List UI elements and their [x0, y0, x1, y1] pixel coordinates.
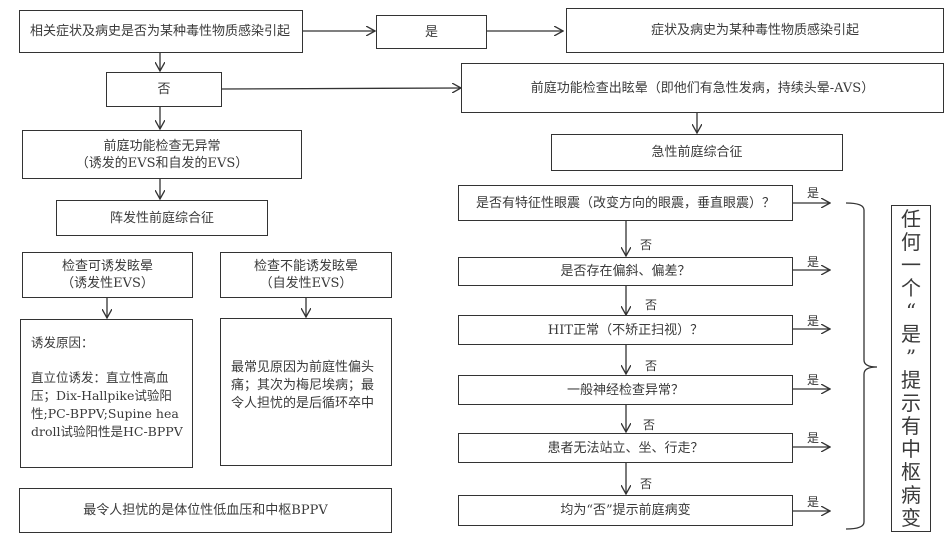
conclusion-char: 示 [901, 390, 921, 415]
triggered-evs-line1: 检查可诱发眩晕 [61, 259, 153, 274]
no-label-5: 否 [640, 477, 653, 491]
spontaneous-evs-line1: 检查不能诱发眩晕 [253, 259, 358, 274]
conclusion-char: 病 [901, 482, 921, 507]
vestibular-vertigo-text: 前庭功能检查出眩晕（即他们有急性发病，持续头晕-AVS） [530, 80, 875, 96]
triggered-causes-body: 直立位诱发：直立性高血压；Dix-Hallpike试验阳性;PC-BPPV;Su… [31, 370, 183, 439]
concern-box: 最令人担忧的是体位性低血压和中枢BPPV [19, 488, 392, 533]
spontaneous-causes-text: 最常见原因为前庭性偏头痛；其次为梅尼埃病；最令人担忧的是后循环卒中 [231, 360, 375, 411]
spontaneous-causes-box: 最常见原因为前庭性偏头痛；其次为梅尼埃病；最令人担忧的是后循环卒中 [220, 318, 392, 466]
no-label-3: 否 [645, 359, 658, 373]
conclusion-char: 中 [901, 436, 921, 461]
toxic-result-box: 症状及病史为某种毒性物质感染引起 [566, 8, 944, 53]
conclusion-char: 个 [901, 275, 921, 300]
question-box-3: HIT正常（不矫正扫视）？ [458, 315, 793, 345]
question-text-1: 是否有特征性眼震（改变方向的眼震，垂直眼震）？ [475, 195, 775, 211]
arrow-no-to-vertigo [220, 88, 461, 89]
yes-label-2: 是 [807, 255, 820, 269]
toxic-result-text: 症状及病史为某种毒性物质感染引起 [650, 23, 859, 38]
triggered-causes-title: 诱发原因： [31, 335, 94, 350]
no-box-text: 否 [157, 82, 171, 97]
no-box: 否 [106, 72, 222, 107]
vestibular-vertigo-box: 前庭功能检查出眩晕（即他们有急性发病，持续头晕-AVS） [461, 63, 944, 113]
question-text-3: HIT正常（不矫正扫视）？ [547, 322, 704, 338]
conclusion-char: 是 [901, 321, 921, 346]
episodic-syndrome-box: 阵发性前庭综合征 [56, 200, 268, 236]
normal-exam-line1: 前庭功能检查无异常 [103, 138, 221, 154]
spontaneous-evs-line2: （自发性EVS） [259, 276, 353, 291]
conclusion-char: 一 [901, 252, 921, 277]
question-box-6: 均为“否”提示前庭病变 [458, 495, 793, 526]
triggered-evs-box: 检查可诱发眩晕 （诱发性EVS） [22, 252, 193, 298]
normal-exam-box: 前庭功能检查无异常 （诱发的EVS和自发的EVS） [22, 130, 302, 179]
yes-label-4: 是 [807, 373, 820, 387]
question-box-5: 患者无法站立、坐、行走？ [458, 433, 793, 463]
triggered-evs-line2: （诱发性EVS） [61, 276, 154, 291]
conclusion-char: 任 [901, 206, 921, 231]
spontaneous-evs-box: 检查不能诱发眩晕 （自发性EVS） [220, 252, 392, 298]
question-text-6: 均为“否”提示前庭病变 [560, 503, 691, 518]
acute-syndrome-text: 急性前庭综合征 [651, 145, 743, 160]
triggered-causes-box: 诱发原因： 直立位诱发：直立性高血压；Dix-Hallpike试验阳性;PC-B… [20, 319, 193, 468]
curly-brace [845, 202, 878, 530]
yes-box: 是 [376, 15, 487, 49]
yes-label-3: 是 [807, 314, 820, 328]
conclusion-char: “ [905, 298, 917, 323]
conclusion-char: 何 [901, 229, 921, 254]
question-text-5: 患者无法站立、坐、行走？ [547, 440, 704, 456]
question-text-4: 一般神经检查异常？ [566, 382, 684, 398]
normal-exam-line2: （诱发的EVS和自发的EVS） [75, 155, 249, 171]
no-label-4: 否 [643, 418, 656, 432]
no-label-2: 否 [645, 298, 658, 312]
yes-label-6: 是 [807, 495, 820, 509]
question-text-2: 是否存在偏斜、偏差？ [560, 264, 691, 279]
acute-syndrome-box: 急性前庭综合征 [551, 134, 843, 171]
yes-label-5: 是 [807, 431, 820, 445]
episodic-syndrome-text: 阵发性前庭综合征 [109, 210, 214, 226]
conclusion-char: ” [905, 344, 917, 369]
question-box-2: 是否存在偏斜、偏差？ [458, 257, 793, 286]
yes-label-1: 是 [807, 186, 820, 200]
question-box-1: 是否有特征性眼震（改变方向的眼震，垂直眼震）？ [458, 185, 793, 221]
yes-box-text: 是 [424, 24, 438, 40]
start-question-box: 相关症状及病史是否为某种毒性物质感染引起 [19, 10, 303, 53]
question-box-4: 一般神经检查异常？ [458, 375, 793, 405]
start-question-text: 相关症状及病史是否为某种毒性物质感染引起 [30, 24, 291, 39]
no-label-1: 否 [640, 238, 653, 252]
conclusion-char: 有 [901, 413, 921, 438]
concern-text: 最令人担忧的是体位性低血压和中枢BPPV [83, 503, 328, 518]
conclusion-char: 提 [901, 367, 921, 392]
conclusion-char: 变 [901, 505, 921, 530]
conclusion-char: 枢 [901, 459, 921, 484]
central-lesion-conclusion-box: 任何一个“是”提示有中枢病变 [891, 205, 931, 532]
